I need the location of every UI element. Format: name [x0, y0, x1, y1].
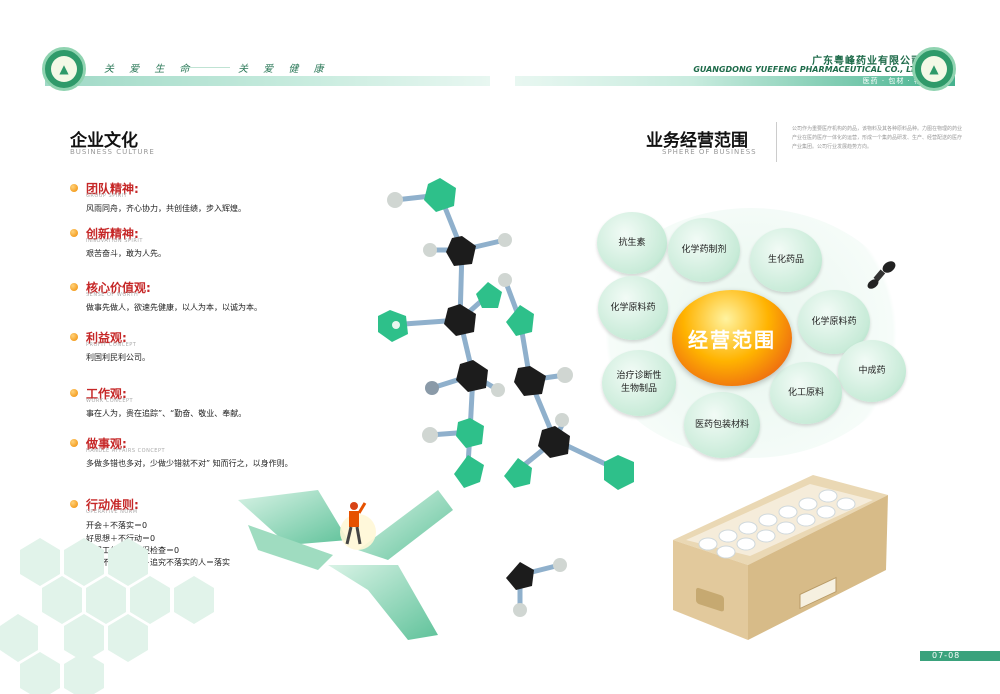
pushpin-icon: [867, 261, 896, 289]
bullet-icon: [70, 184, 78, 192]
culture-subtitle: BUSINESS CULTURE: [70, 148, 155, 156]
item-description: 做事先做人，欲速先健康，以人为本，以诚为本。: [86, 303, 262, 312]
item-title: 创新精神:: [86, 227, 139, 241]
bullet-icon: [70, 389, 78, 397]
norm-line: 开会＋不落实＝0: [86, 521, 148, 530]
title-divider: [776, 122, 777, 162]
bullet-icon: [70, 283, 78, 291]
norm-line: 抓住不落实的事＋追究不落实的人＝落实: [86, 558, 230, 567]
item-description: 多做多错也多对，少做少错就不对” 知而行之，以身作则。: [86, 459, 293, 468]
page-number: 07-08: [932, 651, 961, 660]
item-description: 利国利民利公司。: [86, 353, 150, 362]
item-subtitle: HANDLE AFFAIRS CONCEPT: [86, 448, 166, 454]
header-band-left: [45, 76, 490, 86]
item-description: 风雨同舟，齐心协力，共创佳绩，步入辉煌。: [86, 204, 246, 213]
slogan-divider: [180, 67, 230, 68]
footer-band: [920, 651, 1000, 661]
hexagon-pattern: [0, 538, 214, 694]
bullet-icon: [70, 500, 78, 508]
item-subtitle: OPERATIVE NORM: [86, 509, 138, 515]
culture-title: 企业文化: [70, 131, 138, 151]
item-subtitle: GROUP SPIRIT: [86, 193, 128, 199]
norm-line: 好思想＋不行动＝0: [86, 534, 156, 543]
climbing-figure-icon: [345, 502, 367, 545]
header-slogan-1: 关 爱 生 命: [104, 64, 196, 75]
item-subtitle: INNOVATION SPIRIT: [86, 238, 143, 244]
bullet-icon: [70, 229, 78, 237]
item-title: 团队精神:: [86, 182, 139, 196]
bubble-chemical-apis-left: 化学原料药: [598, 276, 668, 340]
item-title: 做事观:: [86, 437, 127, 451]
item-subtitle: SENSE OF WORTH: [86, 292, 139, 298]
logo-mark-icon: ▲: [51, 56, 77, 82]
bubble-diagnostic-biologics: 治疗诊断性 生物制品: [602, 350, 676, 416]
item-title: 行动准则:: [86, 498, 139, 512]
business-title: 业务经营范围: [646, 131, 748, 151]
logo-mark-icon: ▲: [921, 56, 947, 82]
business-intro: 公司作为重要医疗机构的药品，该物料及其各种原料品种。力图在物理的药业产业在医药医…: [792, 126, 963, 150]
company-logo-right: ▲: [912, 47, 956, 91]
item-title: 工作观:: [86, 387, 127, 401]
bullet-icon: [70, 439, 78, 447]
header-slogan-2: 关 爱 健 康: [238, 64, 330, 75]
bubble-biochemical-drugs: 生化药品: [750, 228, 822, 292]
item-description: 事在人为，贵在追踪”、“勤奋、敬业、奉献。: [86, 409, 247, 418]
company-name-cn: 广东粤峰药业有限公司: [812, 56, 922, 67]
company-name-en: GUANGDONG YUEFENG PHARMACEUTICAL CO., LT…: [693, 65, 922, 74]
item-subtitle: PROFIT CONCEPT: [86, 342, 137, 348]
business-core-circle: 经营范围: [672, 290, 792, 386]
bullet-icon: [70, 333, 78, 341]
item-description: 艰苦奋斗，敢为人先。: [86, 249, 166, 258]
medicine-box-illustration: [673, 475, 888, 640]
molecule-model: [378, 178, 634, 617]
bubble-packaging-materials: 医药包装材料: [684, 392, 760, 458]
header-band-right: [515, 76, 955, 86]
item-title: 核心价值观:: [86, 281, 151, 295]
item-subtitle: WORK CONCEPT: [86, 398, 134, 404]
business-subtitle: SPHERE OF BUSINESS: [662, 148, 757, 156]
bubble-antibiotics: 抗生素: [597, 212, 667, 274]
bubble-chemical-preparations: 化学药制剂: [668, 218, 740, 282]
bubble-chemical-raw-materials: 化工原料: [770, 362, 842, 424]
company-logo-left: ▲: [42, 47, 86, 91]
item-title: 利益观:: [86, 331, 127, 345]
bubble-chinese-patent-medicine: 中成药: [838, 340, 906, 402]
header-tagline: 医药 · 包材 · 物流: [862, 77, 930, 85]
